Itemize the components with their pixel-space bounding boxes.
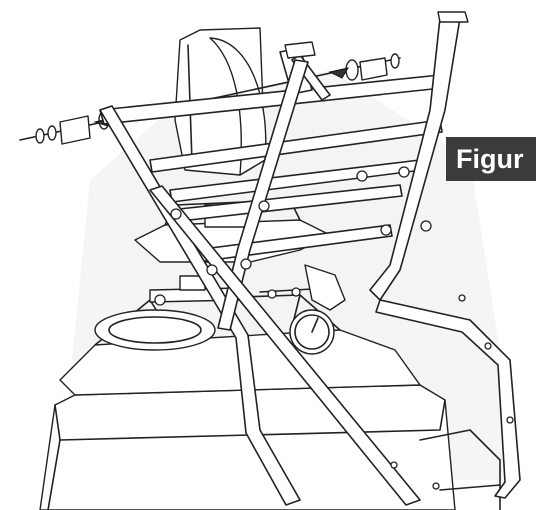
cross-shaft [19,53,401,145]
gauge-dial [289,264,346,355]
frame-upper [99,47,443,263]
frame-tubes [99,11,521,506]
figure-label: Figur [446,137,536,181]
frame-bolts [154,166,514,490]
